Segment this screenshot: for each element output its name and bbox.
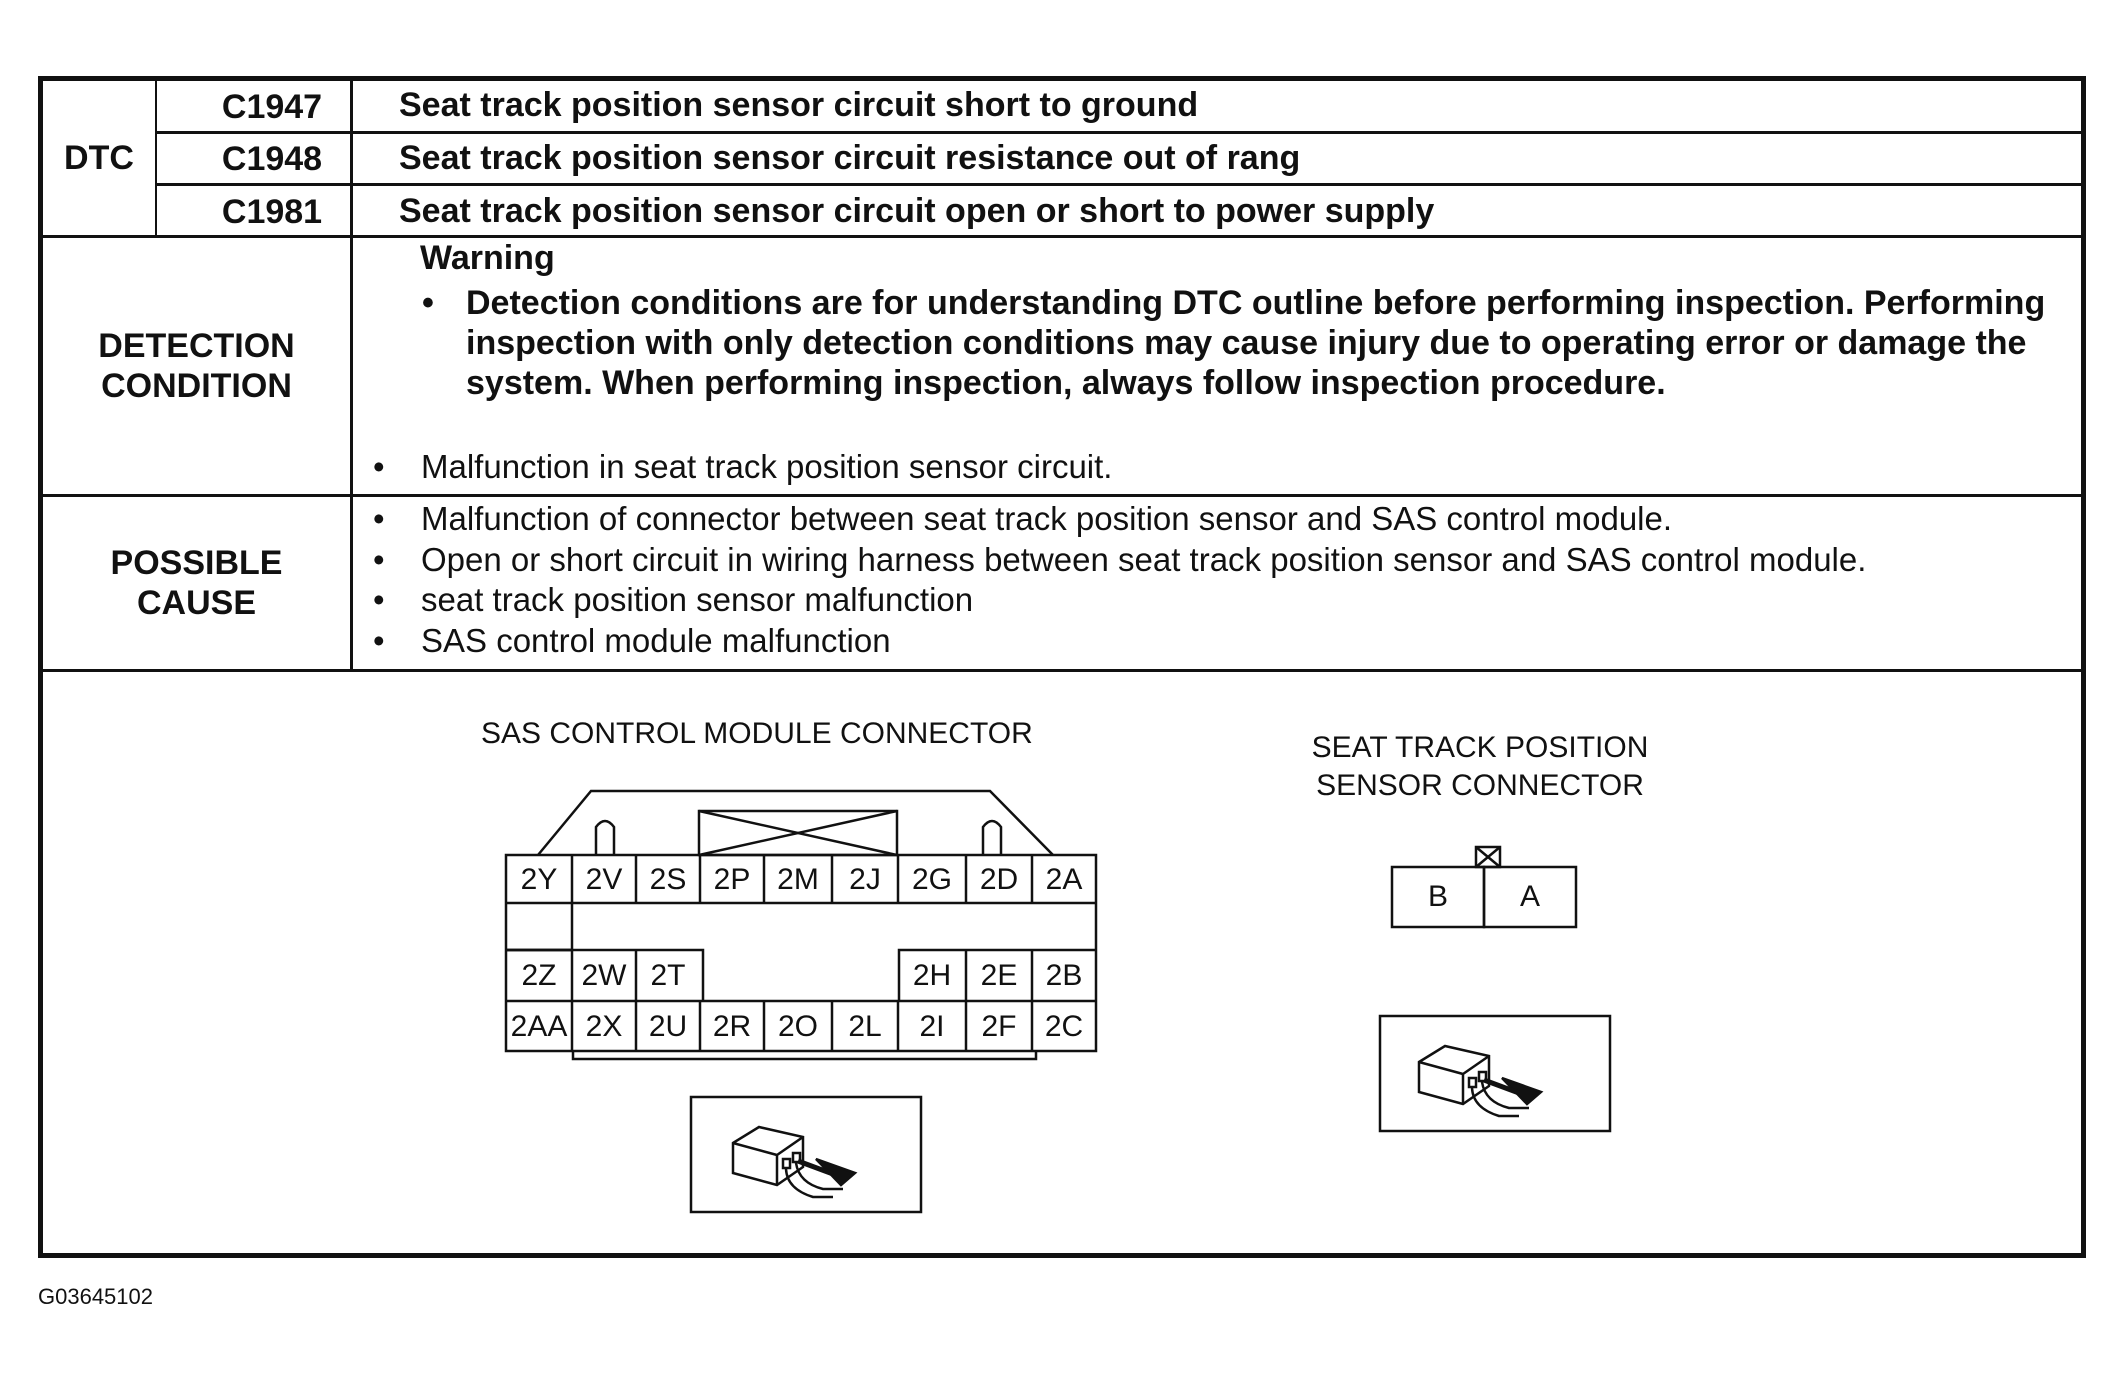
- pin-label: 2V: [585, 863, 623, 896]
- pin-label: 2X: [585, 1010, 623, 1043]
- seat-connector-housing: [1390, 845, 1578, 929]
- pin-label: 2W: [581, 959, 627, 992]
- divider: [155, 183, 2086, 186]
- figure-code: G03645102: [38, 1284, 153, 1309]
- dtc-info-sheet: DTC C1947 C1948 C1981 Seat track positio…: [38, 76, 2086, 1258]
- detection-label-line1: DETECTION: [98, 327, 295, 365]
- dtc-description-2: Seat track position sensor circuit resis…: [399, 138, 1301, 177]
- pin-label: 2P: [713, 863, 751, 896]
- possible-cause-item: Open or short circuit in wiring harness …: [373, 540, 1866, 581]
- pin-label: 2M: [777, 863, 819, 896]
- possible-cause-label-line2: CAUSE: [136, 584, 257, 622]
- dtc-code-1: C1947: [221, 87, 323, 126]
- pin-label: 2I: [919, 1010, 945, 1043]
- pin-label: 2J: [849, 863, 881, 896]
- pin-label: 2Z: [521, 959, 557, 992]
- pin-label: 2C: [1044, 1010, 1084, 1043]
- divider: [350, 81, 353, 671]
- pin-label: 2L: [848, 1010, 882, 1043]
- divider: [43, 494, 2086, 497]
- detection-item: Malfunction in seat track position senso…: [373, 447, 1112, 488]
- dtc-code-2: C1948: [221, 139, 323, 178]
- pin-label: 2G: [911, 863, 953, 896]
- pin-label: 2H: [912, 959, 952, 992]
- divider: [155, 131, 2086, 134]
- pin-label: 2A: [1045, 863, 1083, 896]
- detection-label-line2: CONDITION: [101, 367, 292, 405]
- pin-label: 2U: [648, 1010, 688, 1043]
- possible-cause-item: Malfunction of connector between seat tr…: [373, 499, 1866, 540]
- pin-label: 2D: [979, 863, 1019, 896]
- possible-cause-item: seat track position sensor malfunction: [373, 580, 1866, 621]
- pin-label: 2R: [712, 1010, 752, 1043]
- possible-cause-item: SAS control module malfunction: [373, 621, 1866, 662]
- divider: [155, 81, 157, 236]
- pin-label: 2F: [981, 1010, 1017, 1043]
- detection-items: Malfunction in seat track position senso…: [373, 447, 1112, 488]
- warning-title: Warning: [420, 239, 555, 277]
- detection-condition-label: DETECTION CONDITION: [43, 238, 350, 494]
- pin-label: 2O: [777, 1010, 819, 1043]
- harness-side-view-icon: [1378, 1014, 1612, 1133]
- seat-pin-label: A: [1519, 880, 1540, 913]
- connector-diagrams: [504, 789, 1612, 1214]
- sas-connector-housing: [504, 789, 1098, 1061]
- seat-pin-label: B: [1427, 880, 1448, 913]
- pin-label: 2AA: [510, 1010, 568, 1043]
- possible-cause-label-line1: POSSIBLE: [110, 544, 283, 582]
- harness-side-view-icon: [689, 1095, 923, 1214]
- dtc-description-3: Seat track position sensor circuit open …: [399, 191, 1435, 230]
- warning-list: Detection conditions are for understandi…: [420, 283, 2080, 403]
- possible-cause-list: Malfunction of connector between seat tr…: [373, 499, 1866, 661]
- dtc-code-3: C1981: [221, 192, 323, 231]
- seat-connector-title-line1: SEAT TRACK POSITION: [1311, 731, 1649, 764]
- dtc-description-1: Seat track position sensor circuit short…: [399, 85, 1199, 124]
- possible-cause-label: POSSIBLE CAUSE: [43, 497, 350, 669]
- divider: [43, 669, 2086, 672]
- divider: [43, 235, 2086, 238]
- pin-label: 2E: [980, 959, 1018, 992]
- pin-label: 2Y: [520, 863, 558, 896]
- dtc-label: DTC: [64, 139, 134, 177]
- seat-connector-title-line2: SENSOR CONNECTOR: [1316, 769, 1644, 802]
- pin-label: 2B: [1045, 959, 1083, 992]
- warning-item: Detection conditions are for understandi…: [420, 283, 2080, 403]
- pin-label: 2T: [650, 959, 686, 992]
- pin-label: 2S: [649, 863, 687, 896]
